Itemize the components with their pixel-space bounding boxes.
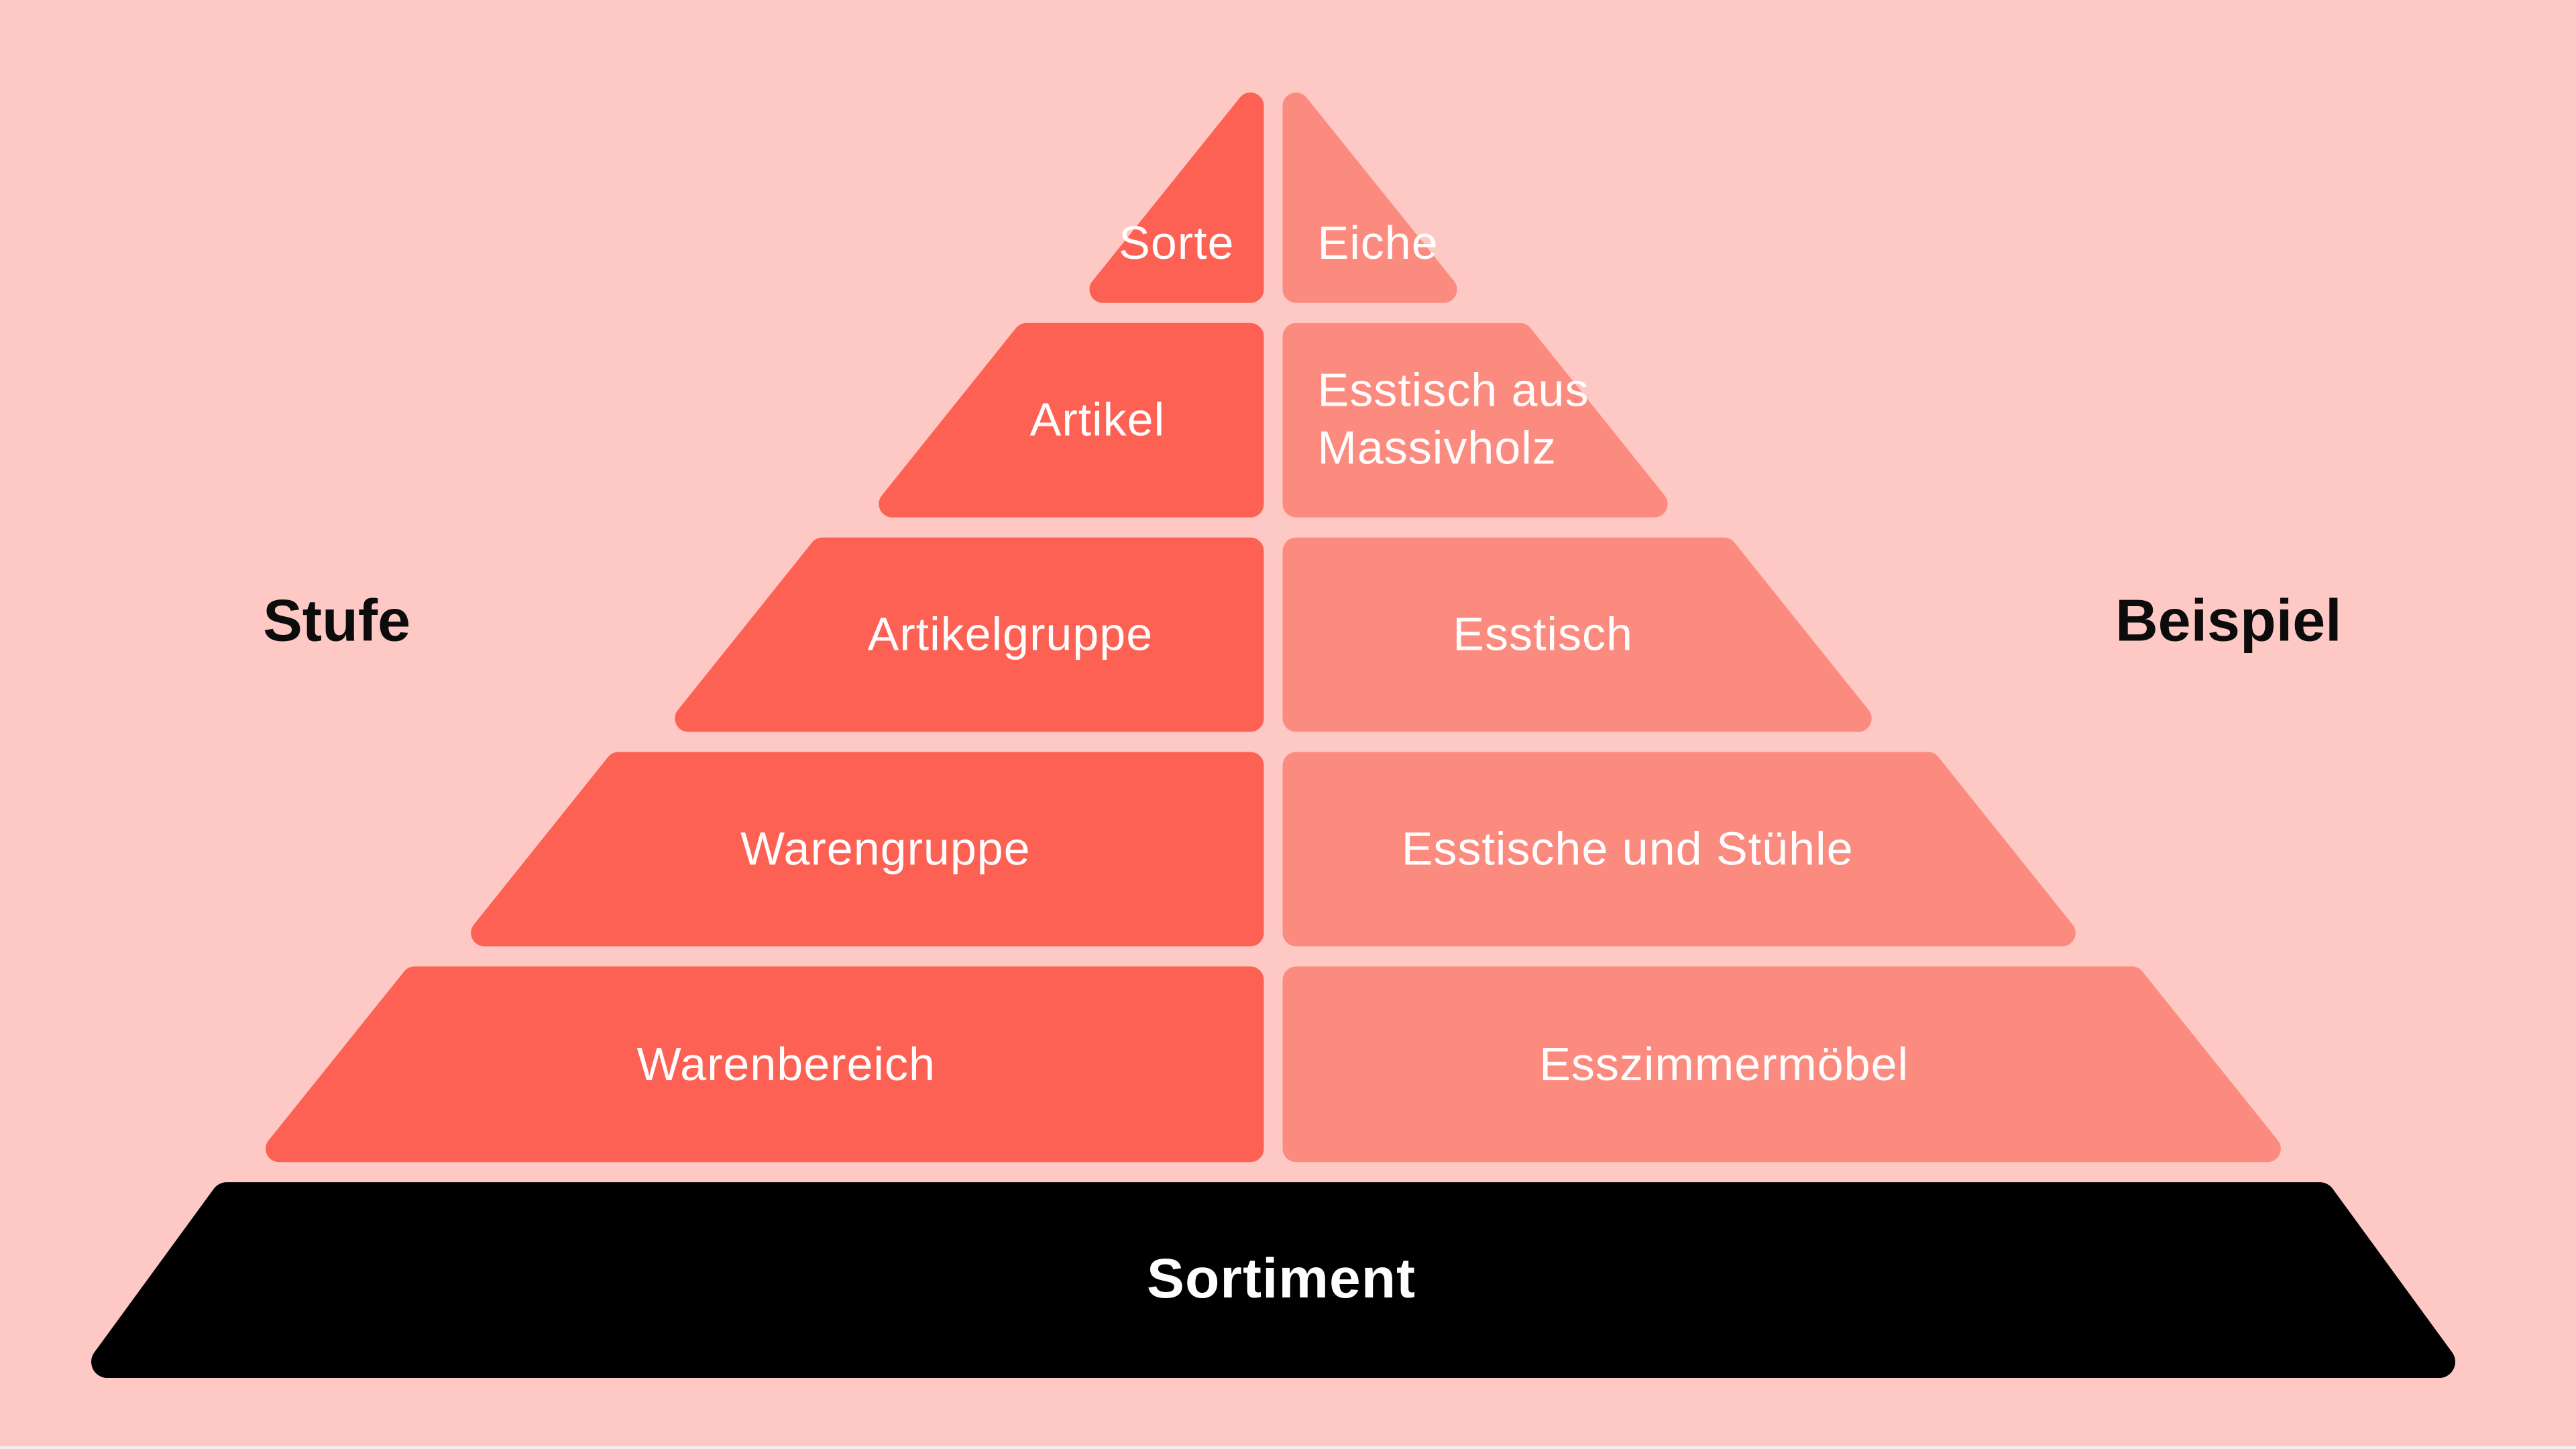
- level-esstisch-label: Esstisch: [1453, 608, 1633, 660]
- level-esszimmermoebel-right-shape: [1282, 966, 2281, 1163]
- level-warenbereich-left-shape: [266, 966, 1264, 1163]
- level-eiche-label: Eiche: [1318, 217, 1439, 269]
- level-eiche-right-shape: [1282, 92, 1457, 303]
- stufe-column: [266, 92, 1264, 1163]
- level-warenbereich-label: Warenbereich: [637, 1038, 936, 1090]
- bottom-edge-strip: [0, 1446, 2576, 1449]
- base-sortiment-shape: [91, 1182, 2455, 1379]
- level-sorte-left-shape: [1089, 92, 1264, 303]
- column-header-beispiel: Beispiel: [2115, 587, 2342, 654]
- level-esstisch-aus-massivholz-label-line1: Esstisch aus: [1318, 364, 1589, 416]
- column-header-stufe: Stufe: [263, 587, 410, 654]
- level-artikel-left-shape: [879, 323, 1264, 518]
- level-esstische-und-stuehle-right-shape: [1282, 752, 2076, 947]
- level-artikel-label: Artikel: [1030, 394, 1166, 446]
- level-esstische-und-stuehle-label: Esstische und Stühle: [1402, 822, 1854, 874]
- base-sortiment-label: Sortiment: [1147, 1247, 1416, 1310]
- level-warengruppe-label: Warengruppe: [740, 822, 1031, 874]
- level-esstisch-aus-massivholz-label-line2: Massivholz: [1318, 422, 1557, 474]
- level-esstisch-aus-massivholz-right-shape: [1282, 323, 1668, 518]
- level-sorte-label: Sorte: [1119, 217, 1234, 269]
- level-esszimmermoebel-label: Esszimmermöbel: [1539, 1038, 1909, 1090]
- beispiel-column: [1282, 92, 2281, 1163]
- level-warengruppe-left-shape: [471, 752, 1264, 947]
- level-artikelgruppe-left-shape: [675, 537, 1264, 732]
- level-esstisch-right-shape: [1282, 537, 1872, 732]
- level-artikelgruppe-label: Artikelgruppe: [868, 608, 1154, 660]
